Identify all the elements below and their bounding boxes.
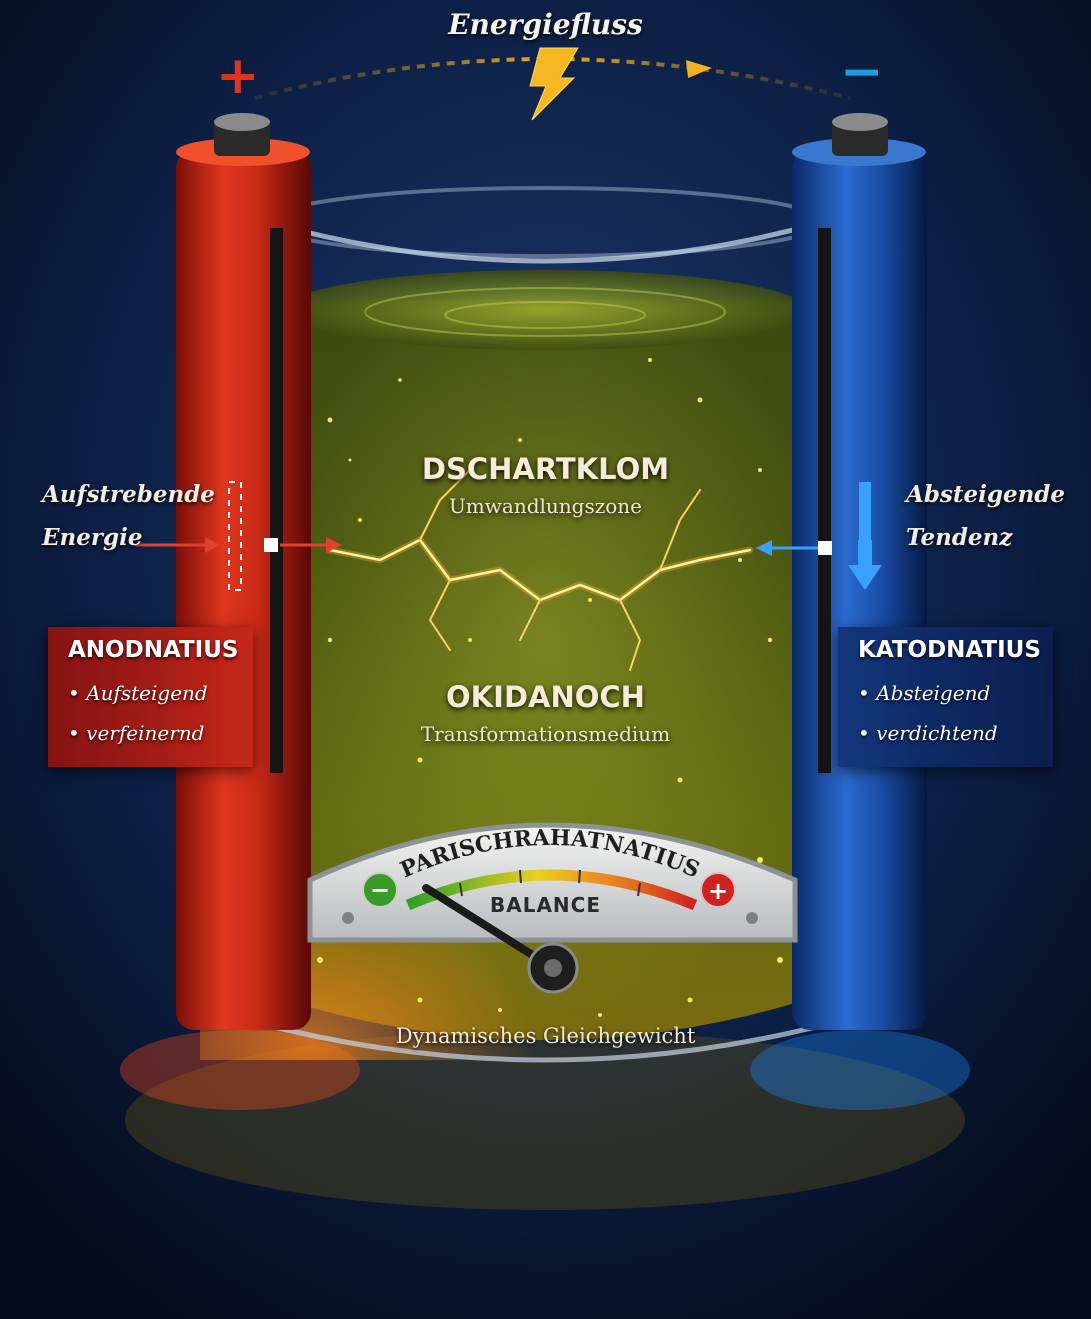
anode-panel-list: Aufsteigend verfeinernd	[68, 673, 253, 753]
lightning-bolt-icon	[529, 47, 579, 121]
anode-panel-title: ANODNATIUS	[68, 637, 239, 663]
gauge-plus-symbol: +	[708, 877, 728, 905]
equilibrium-caption: Dynamisches Gleichgewicht	[395, 1024, 696, 1048]
gauge-center-label: BALANCE	[489, 893, 602, 917]
minus-terminal-sign: −	[840, 42, 884, 102]
plus-terminal-sign: +	[216, 46, 260, 106]
gauge-minus-button	[362, 872, 398, 908]
rising-energy-indicator	[135, 481, 342, 591]
rising-energy-line2: Energie	[42, 524, 143, 551]
reflection-glow	[125, 1030, 965, 1210]
transformation-zone-title: DSCHARTKLOM	[421, 452, 670, 486]
rising-energy-label: Aufstrebende Energie	[42, 473, 215, 559]
gauge-minus-symbol: −	[370, 876, 390, 904]
anode-panel-item: verfeinernd	[68, 713, 253, 753]
gauge-plus-button	[700, 872, 736, 908]
cathode-panel-list: Absteigend verdichtend	[858, 673, 1053, 753]
flow-arrow-head	[686, 60, 712, 78]
descending-tendency-line1: Absteigende	[906, 481, 1066, 508]
rising-energy-line1: Aufstrebende	[42, 481, 215, 508]
medium-subtitle: Transformationsmedium	[420, 722, 671, 746]
descending-tendency-line2: Tendenz	[906, 524, 1013, 551]
cathode-rod	[792, 113, 927, 1030]
anode-rod	[176, 113, 311, 1030]
cathode-panel: KATODNATIUS Absteigend verdichtend	[838, 627, 1053, 767]
cathode-panel-title: KATODNATIUS	[858, 637, 1041, 663]
balance-gauge: − + PARISCHRAHATNATIUS	[307, 822, 798, 994]
reflection-blue	[750, 1030, 970, 1110]
anode-panel-item: Aufsteigend	[68, 673, 253, 713]
beaker-front-rim	[266, 219, 824, 264]
liquid-surface	[283, 270, 807, 350]
liquid-swirl	[364, 287, 726, 337]
energy-flow-arc	[254, 57, 851, 100]
transformation-zone-subtitle: Umwandlungszone	[448, 494, 643, 518]
medium-title: OKIDANOCH	[446, 680, 645, 714]
descending-tendency-label: Absteigende Tendenz	[906, 473, 1065, 559]
anode-panel: ANODNATIUS Aufsteigend verfeinernd	[48, 627, 253, 767]
liquid-swirl	[444, 301, 646, 329]
cathode-panel-item: verdichtend	[858, 713, 1053, 753]
cathode-panel-item: Absteigend	[858, 673, 1053, 713]
energy-flow-label: Energiefluss	[448, 8, 643, 41]
lightning-discharge	[326, 469, 754, 671]
descending-tendency-indicator	[756, 482, 882, 590]
